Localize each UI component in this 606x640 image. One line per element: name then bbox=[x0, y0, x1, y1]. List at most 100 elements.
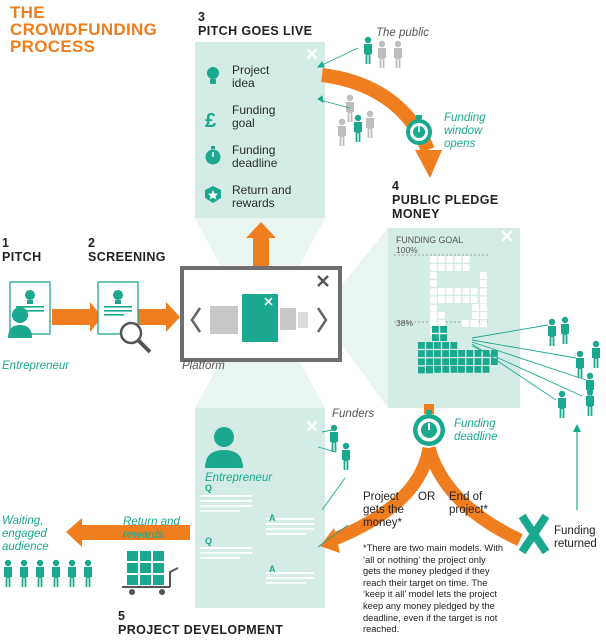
goal-block bbox=[430, 320, 437, 327]
rewards-cart-icon bbox=[122, 551, 179, 595]
step-1-number: 1 bbox=[2, 236, 10, 250]
gets-money-line-1: Project bbox=[363, 491, 399, 503]
pledged-block bbox=[458, 350, 465, 357]
live-item-deadline-line-2: deadline bbox=[232, 156, 278, 170]
goal-block bbox=[480, 304, 487, 311]
person-icon bbox=[68, 559, 76, 587]
goal-block bbox=[462, 264, 470, 271]
infographic-title-line-2: CROWDFUNDING bbox=[10, 20, 158, 39]
pledged-block bbox=[458, 366, 465, 373]
chevron-right-icon bbox=[316, 307, 328, 333]
pledged-block bbox=[482, 366, 490, 373]
funding-deadline-line-2: deadline bbox=[454, 431, 498, 443]
goal-block bbox=[472, 312, 479, 319]
goal-block bbox=[446, 256, 454, 263]
pledged-block bbox=[442, 350, 449, 357]
pledged-block bbox=[450, 342, 458, 349]
goal-block bbox=[454, 288, 462, 295]
person-icon bbox=[561, 316, 569, 344]
step-5-label: PROJECT DEVELOPMENT bbox=[118, 623, 284, 637]
window-opens-line-2: window bbox=[444, 125, 483, 137]
or-label: OR bbox=[418, 491, 436, 503]
person-icon bbox=[586, 388, 594, 416]
person-icon bbox=[366, 110, 374, 138]
person-icon bbox=[338, 118, 346, 146]
goal-block bbox=[430, 264, 437, 271]
goal-block bbox=[438, 296, 445, 303]
question-marker: Q bbox=[205, 483, 213, 493]
pledged-block bbox=[426, 342, 433, 349]
step-4-label-line-1: PUBLIC PLEDGE bbox=[392, 193, 499, 207]
goal-block bbox=[438, 320, 445, 327]
pledged-block bbox=[440, 326, 447, 333]
goal-block bbox=[470, 288, 478, 295]
pledged-block bbox=[432, 326, 439, 333]
pledged-block bbox=[426, 366, 433, 373]
step-3-label: PITCH GOES LIVE bbox=[198, 24, 313, 38]
step-2-label: SCREENING bbox=[88, 250, 166, 264]
goal-block bbox=[438, 312, 445, 319]
funders-label: Funders bbox=[332, 408, 375, 420]
waiting-audience-line-3: audience bbox=[2, 541, 49, 553]
goal-38-label: 38% bbox=[396, 318, 414, 328]
answer-marker: A bbox=[269, 564, 276, 574]
end-of-project-line-2: project* bbox=[449, 504, 488, 516]
person-icon bbox=[364, 36, 372, 64]
question-marker: Q bbox=[205, 536, 213, 546]
funding-returned-line-2: returned bbox=[554, 538, 597, 550]
live-item-goal-line-1: Funding bbox=[232, 103, 276, 117]
pledged-block bbox=[418, 342, 425, 349]
person-icon bbox=[576, 350, 584, 378]
arrow-to-platform bbox=[136, 302, 180, 332]
pledged-block bbox=[440, 334, 447, 341]
pitch-document-icon bbox=[8, 281, 51, 338]
development-entrepreneur-label: Entrepreneur bbox=[205, 472, 273, 484]
funding-goal-label: FUNDING GOAL bbox=[396, 235, 463, 245]
infographic-title-line-3: PROCESS bbox=[10, 37, 96, 56]
goal-block bbox=[454, 264, 462, 271]
pledged-block bbox=[466, 358, 474, 365]
arrow-to-live bbox=[246, 222, 276, 266]
live-item-rewards-line-1: Return and bbox=[232, 183, 292, 197]
funding-goal-chart bbox=[394, 254, 498, 374]
pledged-block bbox=[434, 342, 441, 349]
pledged-block bbox=[474, 358, 482, 365]
platform-label: Platform bbox=[182, 360, 225, 372]
pound-icon-glyph: £ bbox=[205, 110, 217, 132]
infographic-title-line-1: THE bbox=[10, 3, 45, 22]
goal-block bbox=[480, 320, 487, 328]
person-icon bbox=[84, 559, 92, 587]
pledged-block bbox=[434, 366, 441, 373]
star-badge-icon bbox=[205, 186, 221, 203]
pledged-block bbox=[426, 350, 433, 357]
pledged-block bbox=[474, 366, 482, 373]
goal-block bbox=[462, 256, 470, 263]
goal-block bbox=[472, 304, 479, 311]
pledged-block bbox=[442, 358, 449, 366]
pledged-block bbox=[442, 342, 449, 349]
goal-100-label: 100% bbox=[396, 245, 418, 255]
goal-block bbox=[430, 256, 437, 263]
pledged-block bbox=[450, 358, 457, 365]
pledged-block bbox=[442, 366, 450, 373]
pledged-block bbox=[432, 334, 439, 341]
entrepreneur-avatar-icon bbox=[205, 427, 243, 468]
step-2-number: 2 bbox=[88, 236, 96, 250]
pitch-entrepreneur-label: Entrepreneur bbox=[2, 360, 70, 372]
pledged-block bbox=[418, 350, 425, 357]
person-icon bbox=[342, 442, 350, 470]
goal-block bbox=[480, 280, 487, 287]
step-4-label-line-2: MONEY bbox=[392, 207, 440, 221]
goal-block bbox=[462, 320, 469, 327]
step-3-number: 3 bbox=[198, 10, 206, 24]
step-1-label: PITCH bbox=[2, 250, 42, 264]
pledged-block bbox=[474, 350, 482, 357]
pledged-block bbox=[466, 350, 474, 357]
pledged-block bbox=[426, 358, 433, 366]
gets-money-line-3: money* bbox=[363, 517, 402, 529]
lightbulb-icon bbox=[207, 67, 219, 84]
goal-block bbox=[438, 256, 445, 263]
goal-block bbox=[470, 296, 478, 303]
